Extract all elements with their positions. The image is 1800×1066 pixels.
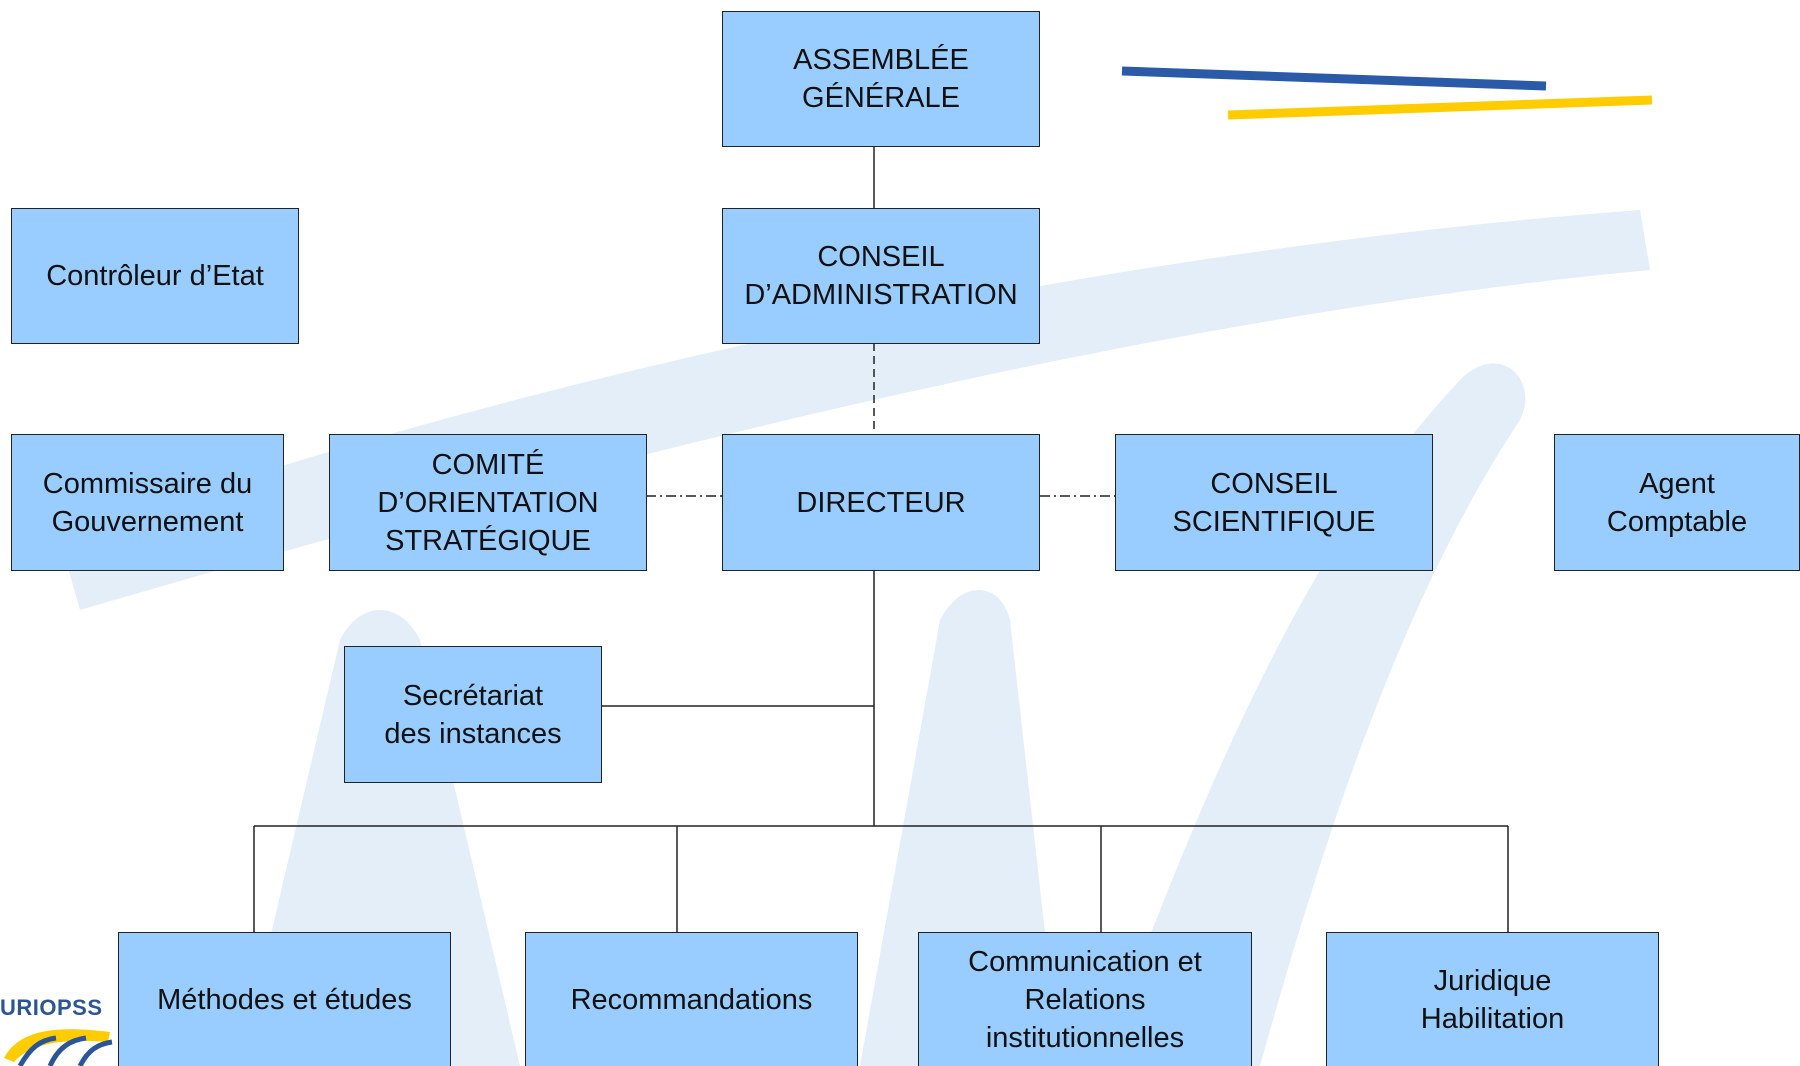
label-juridique-habilitation: Juridique Habilitation (1420, 964, 1565, 1035)
label-conseil-administration: CONSEIL D’ADMINISTRATION (744, 241, 1018, 311)
label-methodes-etudes: Méthodes et études (157, 983, 412, 1016)
box-conseil-scientifique: CONSEIL SCIENTIFIQUE (1115, 434, 1433, 571)
label-recommandations: Recommandations (570, 983, 813, 1016)
box-comite-orientation: COMITÉ D’ORIENTATION STRATÉGIQUE (329, 434, 647, 571)
label-communication-relations: Communication et Relations institutionne… (968, 945, 1202, 1054)
label-secretariat-instances: Secrétariat des instances (384, 679, 562, 750)
box-conseil-administration: CONSEIL D’ADMINISTRATION (722, 208, 1040, 344)
label-directeur: DIRECTEUR (796, 486, 966, 519)
label-controleur-etat: Contrôleur d’Etat (46, 260, 264, 292)
label-comite-orientation: COMITÉ D’ORIENTATION STRATÉGIQUE (377, 448, 599, 557)
box-juridique-habilitation: Juridique Habilitation (1326, 932, 1659, 1066)
box-agent-comptable: Agent Comptable (1554, 434, 1800, 571)
label-commissaire-gouvernement: Commissaire du Gouvernement (42, 467, 253, 538)
box-controleur-etat: Contrôleur d’Etat (11, 208, 299, 344)
label-agent-comptable: Agent Comptable (1606, 467, 1748, 538)
box-communication-relations: Communication et Relations institutionne… (918, 932, 1252, 1066)
box-secretariat-instances: Secrétariat des instances (344, 646, 602, 783)
label-assemblee-generale: ASSEMBLÉE GÉNÉRALE (793, 44, 969, 114)
box-commissaire-gouvernement: Commissaire du Gouvernement (11, 434, 284, 571)
box-methodes-etudes: Méthodes et études (118, 932, 451, 1066)
box-assemblee-generale: ASSEMBLÉE GÉNÉRALE (722, 11, 1040, 147)
accent-line-blue (1121, 66, 1547, 91)
box-directeur: DIRECTEUR (722, 434, 1040, 571)
accent-line-yellow (1227, 95, 1653, 120)
uriopss-logo (4, 1029, 113, 1066)
box-recommandations: Recommandations (525, 932, 858, 1066)
label-conseil-scientifique: CONSEIL SCIENTIFIQUE (1172, 467, 1376, 538)
uriopss-logo-text: URIOPSS (0, 995, 103, 1020)
